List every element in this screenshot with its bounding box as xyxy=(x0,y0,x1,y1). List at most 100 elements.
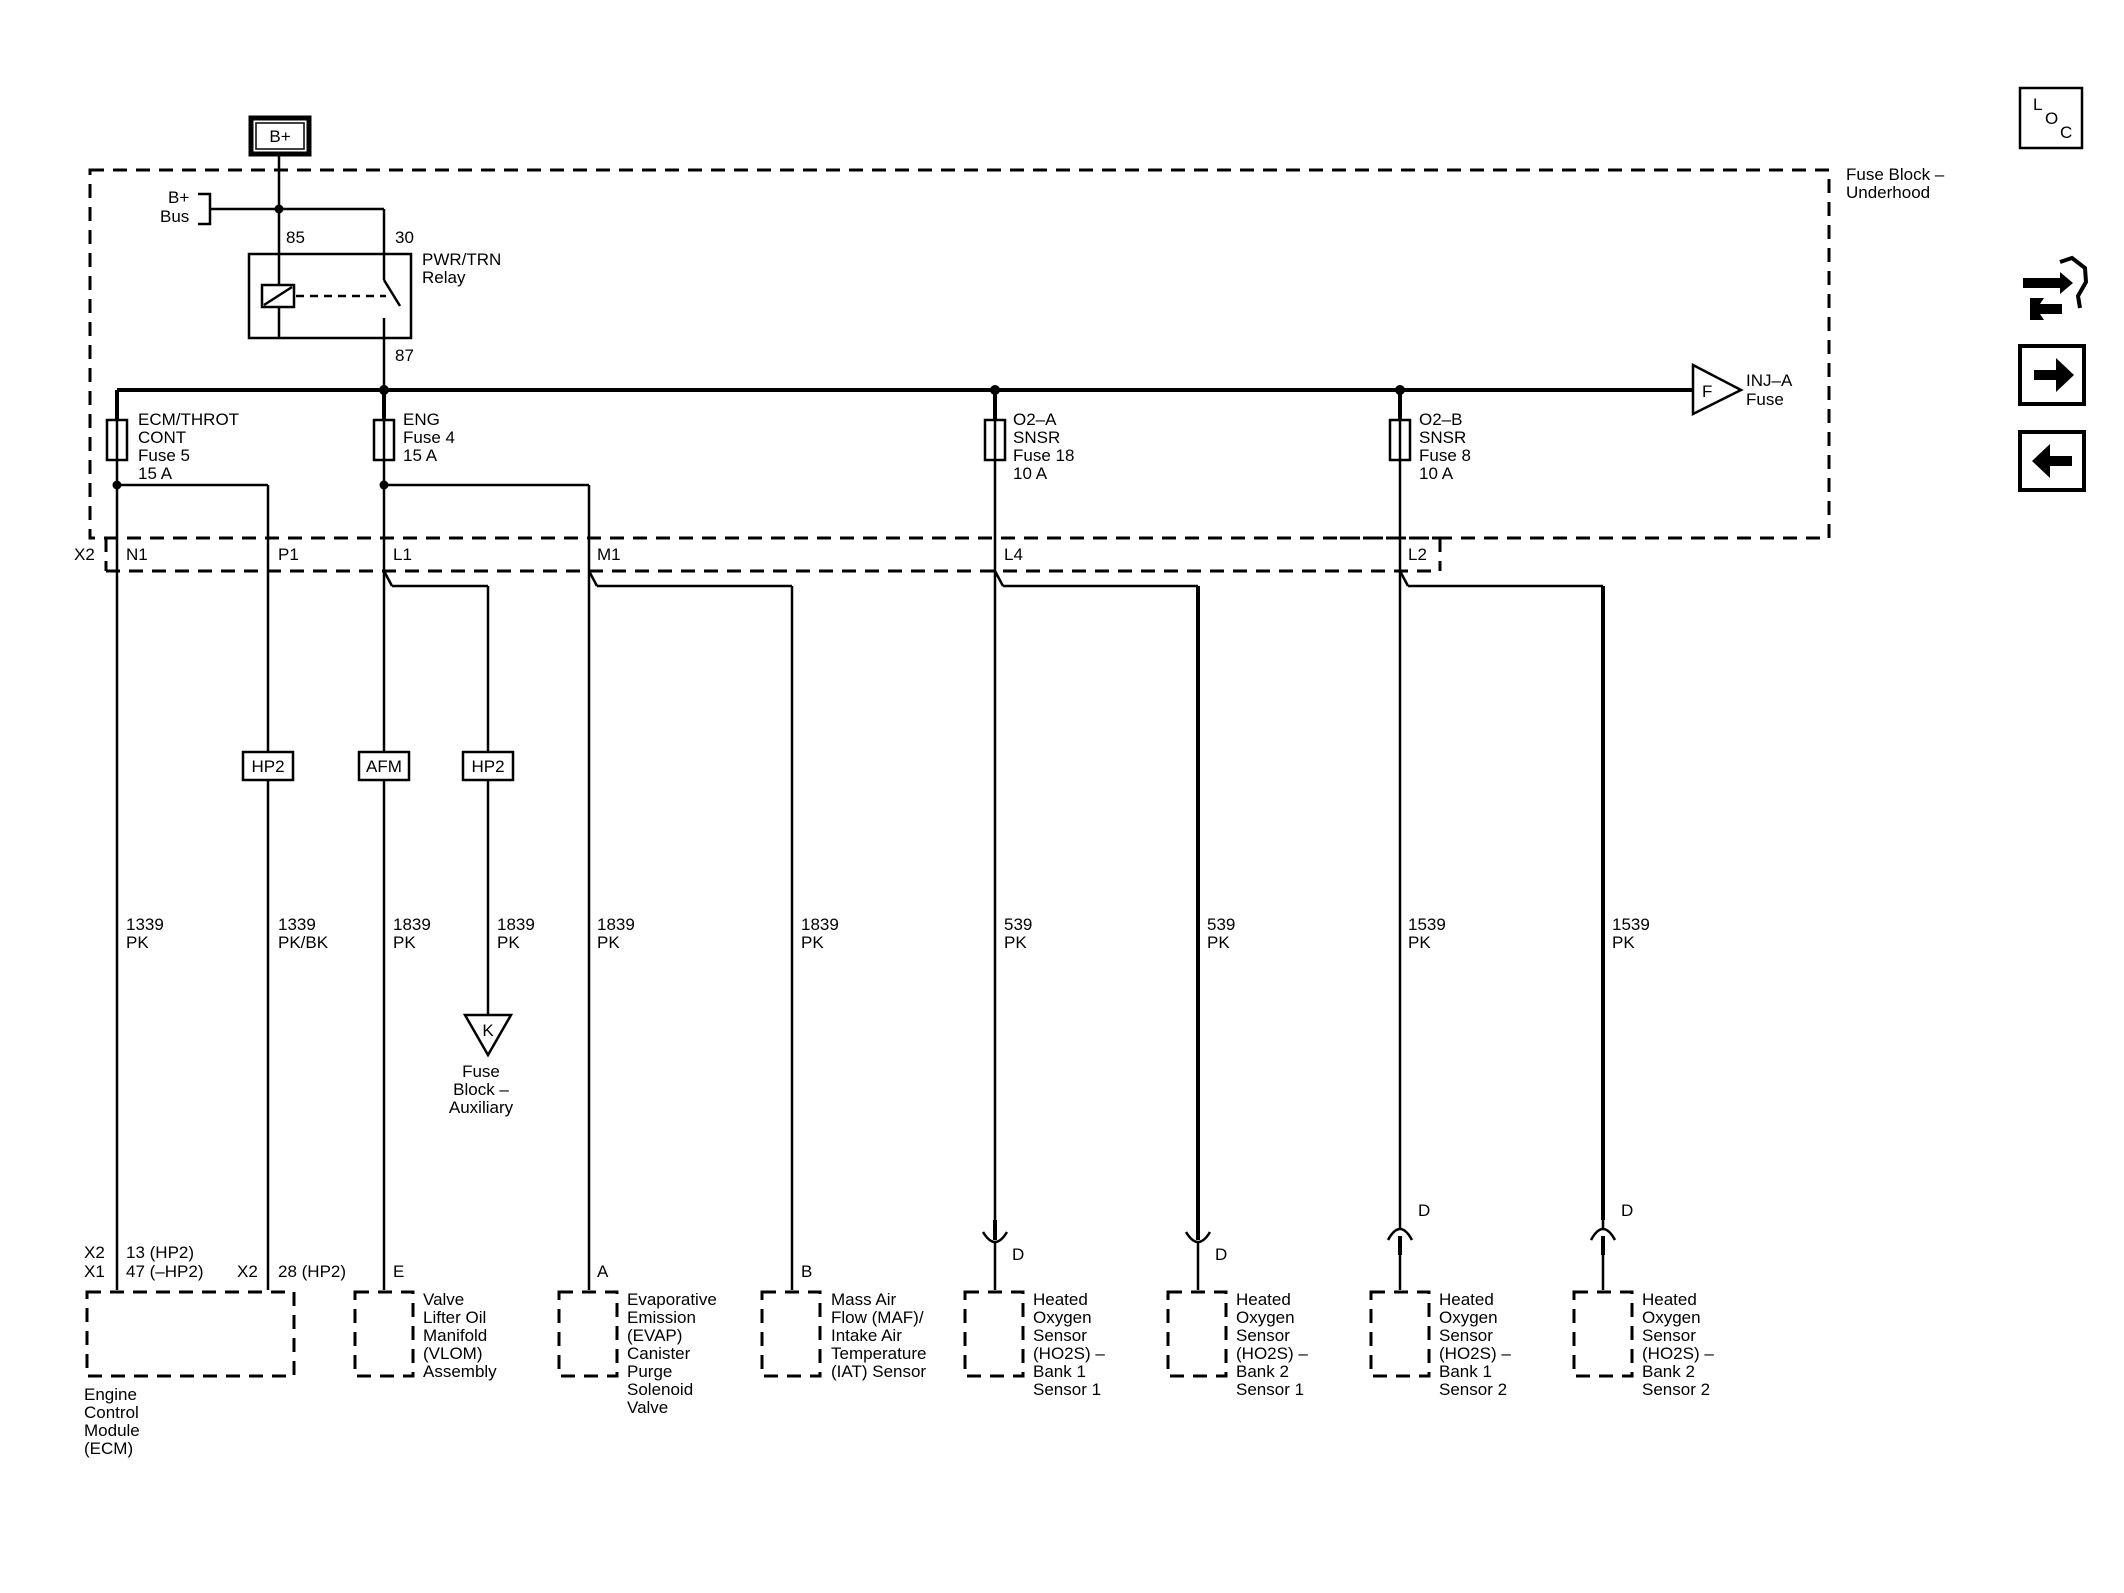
svg-text:Oxygen: Oxygen xyxy=(1642,1308,1701,1327)
main-bus xyxy=(115,385,1706,420)
pwr-trn-relay: 85 30 87 PWR/TRN Relay xyxy=(247,228,501,390)
svg-text:ENG: ENG xyxy=(403,410,440,429)
svg-text:(HO2S) –: (HO2S) – xyxy=(1033,1344,1105,1363)
svg-text:15 A: 15 A xyxy=(138,464,173,483)
svg-text:(ECM): (ECM) xyxy=(84,1439,133,1458)
svg-text:O2–B: O2–B xyxy=(1419,410,1462,429)
component-maf-iat-sensor: B Mass Air Flow (MAF)/ Intake Air Temper… xyxy=(760,1262,926,1381)
svg-text:X2: X2 xyxy=(74,545,95,564)
svg-text:L: L xyxy=(2033,95,2042,114)
sensor-connectors: D D D D xyxy=(981,1201,1633,1290)
svg-text:Bank 2: Bank 2 xyxy=(1642,1362,1695,1381)
svg-text:Heated: Heated xyxy=(1642,1290,1697,1309)
svg-text:PK: PK xyxy=(497,933,520,952)
svg-text:L1: L1 xyxy=(393,545,412,564)
svg-text:Evaporative: Evaporative xyxy=(627,1290,717,1309)
svg-text:CONT: CONT xyxy=(138,428,186,447)
svg-text:ECM/THROT: ECM/THROT xyxy=(138,410,239,429)
option-tag-afm: AFM xyxy=(366,757,402,776)
svg-text:Engine: Engine xyxy=(84,1385,137,1404)
svg-text:N1: N1 xyxy=(126,545,148,564)
svg-text:Oxygen: Oxygen xyxy=(1033,1308,1092,1327)
svg-text:Heated: Heated xyxy=(1236,1290,1291,1309)
pin-87: 87 xyxy=(395,346,414,365)
svg-text:1339: 1339 xyxy=(126,915,164,934)
svg-text:Solenoid: Solenoid xyxy=(627,1380,693,1399)
svg-text:10 A: 10 A xyxy=(1419,464,1454,483)
svg-text:D: D xyxy=(1215,1245,1227,1264)
svg-text:Sensor 2: Sensor 2 xyxy=(1642,1380,1710,1399)
svg-text:Fuse Block –: Fuse Block – xyxy=(1846,165,1945,184)
fuse-18: O2–A SNSR Fuse 18 10 A xyxy=(983,410,1074,483)
option-tag-hp2: HP2 xyxy=(471,757,504,776)
svg-text:D: D xyxy=(1012,1245,1024,1264)
svg-text:PWR/TRN: PWR/TRN xyxy=(422,250,501,269)
svg-text:Block –: Block – xyxy=(453,1080,509,1099)
svg-text:Bus: Bus xyxy=(160,207,189,226)
svg-text:Sensor: Sensor xyxy=(1033,1326,1087,1345)
svg-text:539: 539 xyxy=(1207,915,1235,934)
svg-text:PK: PK xyxy=(1207,933,1230,952)
svg-text:13 (HP2): 13 (HP2) xyxy=(126,1243,194,1262)
svg-text:Module: Module xyxy=(84,1421,140,1440)
svg-text:PK: PK xyxy=(393,933,416,952)
svg-text:D: D xyxy=(1621,1201,1633,1220)
svg-text:Fuse 8: Fuse 8 xyxy=(1419,446,1471,465)
svg-text:1839: 1839 xyxy=(597,915,635,934)
svg-text:Underhood: Underhood xyxy=(1846,183,1930,202)
svg-text:PK: PK xyxy=(126,933,149,952)
svg-text:Fuse: Fuse xyxy=(462,1062,500,1081)
ecm-pin-labels: X2 13 (HP2) X1 47 (–HP2) X2 28 (HP2) xyxy=(84,1243,346,1281)
component-ho2s-b1s2: Heated Oxygen Sensor (HO2S) – Bank 1 Sen… xyxy=(1369,1290,1511,1399)
component-evap-valve: A Evaporative Emission (EVAP) Canister P… xyxy=(557,1262,717,1417)
svg-text:SNSR: SNSR xyxy=(1013,428,1060,447)
svg-text:Relay: Relay xyxy=(422,268,466,287)
svg-text:O2–A: O2–A xyxy=(1013,410,1057,429)
fuse-block-label: Fuse Block – Underhood xyxy=(1846,165,1945,202)
component-ho2s-b2s1: Heated Oxygen Sensor (HO2S) – Bank 2 Sen… xyxy=(1166,1290,1308,1399)
svg-text:L2: L2 xyxy=(1408,545,1427,564)
svg-text:10 A: 10 A xyxy=(1013,464,1048,483)
fuse-4: ENG Fuse 4 15 A xyxy=(372,410,455,465)
svg-text:Emission: Emission xyxy=(627,1308,696,1327)
svg-text:Purge: Purge xyxy=(627,1362,672,1381)
svg-text:C: C xyxy=(2060,123,2072,142)
svg-text:M1: M1 xyxy=(597,545,621,564)
svg-text:(HO2S) –: (HO2S) – xyxy=(1439,1344,1511,1363)
svg-text:E: E xyxy=(393,1262,404,1281)
component-ho2s-b2s2: Heated Oxygen Sensor (HO2S) – Bank 2 Sen… xyxy=(1572,1290,1714,1399)
svg-text:Oxygen: Oxygen xyxy=(1236,1308,1295,1327)
x2-pin-labels: N1 P1 L1 M1 L4 L2 xyxy=(126,545,1427,564)
svg-text:1839: 1839 xyxy=(393,915,431,934)
svg-text:(EVAP): (EVAP) xyxy=(627,1326,682,1345)
svg-text:PK: PK xyxy=(1408,933,1431,952)
battery-source: B+ xyxy=(248,115,312,157)
svg-text:Lifter Oil: Lifter Oil xyxy=(423,1308,486,1327)
tools-icon[interactable] xyxy=(2023,255,2089,320)
svg-text:Sensor 2: Sensor 2 xyxy=(1439,1380,1507,1399)
svg-text:Fuse: Fuse xyxy=(1746,390,1784,409)
svg-text:(HO2S) –: (HO2S) – xyxy=(1642,1344,1714,1363)
svg-text:1539: 1539 xyxy=(1612,915,1650,934)
svg-text:Valve: Valve xyxy=(627,1398,668,1417)
svg-text:(VLOM): (VLOM) xyxy=(423,1344,483,1363)
svg-text:1839: 1839 xyxy=(497,915,535,934)
svg-text:PK: PK xyxy=(1612,933,1635,952)
component-vlom: E Valve Lifter Oil Manifold (VLOM) Assem… xyxy=(353,1262,497,1381)
location-icon[interactable]: L O C xyxy=(2018,86,2084,150)
svg-text:Sensor 1: Sensor 1 xyxy=(1033,1380,1101,1399)
arrow-left-icon[interactable] xyxy=(2018,430,2086,492)
arrow-right-icon[interactable] xyxy=(2018,344,2086,406)
svg-text:P1: P1 xyxy=(278,545,299,564)
svg-text:X2: X2 xyxy=(237,1262,258,1281)
svg-text:Mass Air: Mass Air xyxy=(831,1290,897,1309)
svg-text:Fuse 5: Fuse 5 xyxy=(138,446,190,465)
svg-text:Auxiliary: Auxiliary xyxy=(449,1098,514,1117)
fuse-8: O2–B SNSR Fuse 8 10 A xyxy=(1388,410,1471,483)
svg-text:Flow (MAF)/: Flow (MAF)/ xyxy=(831,1308,924,1327)
fuse-block-outline xyxy=(88,168,1831,540)
svg-text:47 (–HP2): 47 (–HP2) xyxy=(126,1262,203,1281)
pin-30: 30 xyxy=(395,228,414,247)
svg-text:O: O xyxy=(2045,109,2058,128)
